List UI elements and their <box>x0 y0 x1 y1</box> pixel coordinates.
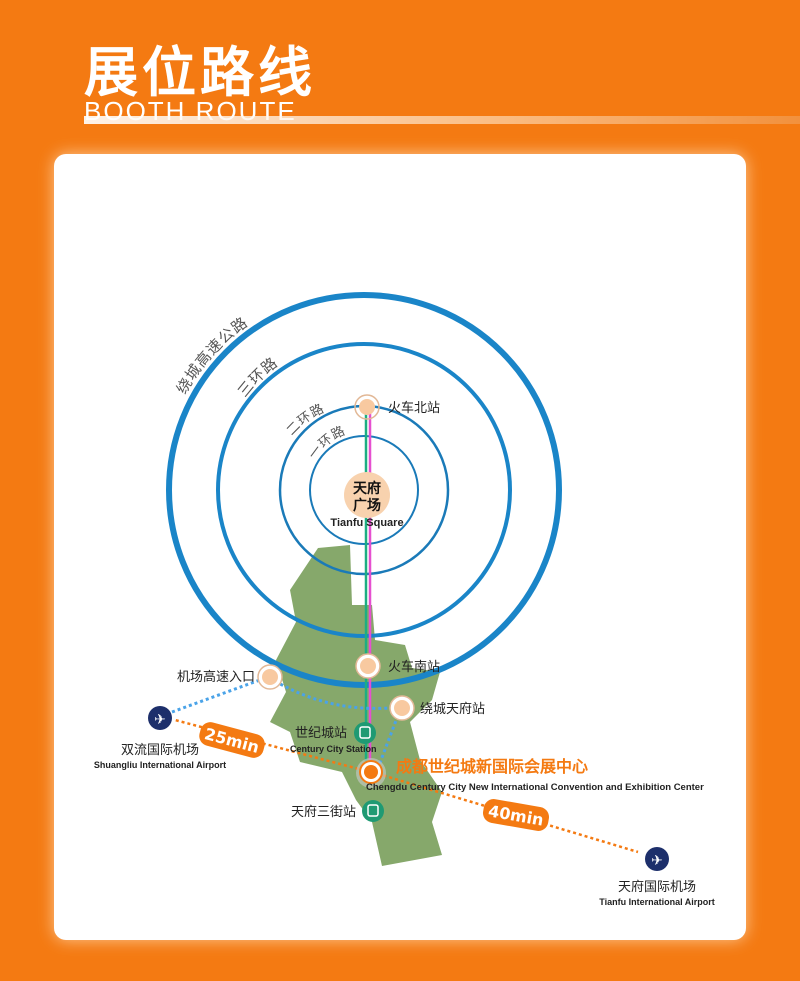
airplane-icon <box>148 706 172 730</box>
ring-label-second: 二环路 <box>284 400 326 438</box>
ring-first <box>309 435 419 545</box>
svg-text:✈: ✈ <box>154 712 166 728</box>
venue-name-en: Chengdu Century City New International C… <box>366 782 704 793</box>
svg-text:一环路: 一环路 <box>306 422 348 462</box>
page-title: 展位路线 <box>84 41 316 104</box>
svg-text:广场: 广场 <box>353 497 381 514</box>
station-south: 火车南站 <box>355 653 440 679</box>
train-icon <box>362 800 384 822</box>
ring-route <box>269 676 402 769</box>
ring-third <box>216 342 512 638</box>
tianfu-square-en: Tianfu Square <box>330 517 403 529</box>
station-ring-tianfu: 绕城天府站 <box>389 695 485 721</box>
ring-expressway <box>166 292 562 688</box>
highway-route <box>171 675 269 714</box>
station-highway-entrance: 机场高速入口 <box>177 664 283 690</box>
venue-marker <box>356 758 386 788</box>
svg-text:Century City Station: Century City Station <box>290 744 377 754</box>
svg-text:机场高速入口: 机场高速入口 <box>177 669 255 685</box>
svg-text:世纪城站: 世纪城站 <box>295 726 347 741</box>
svg-text:二环路: 二环路 <box>284 400 327 438</box>
badge-40min: 40min <box>483 799 549 831</box>
tianfu-square-marker <box>344 472 390 518</box>
svg-text:天府三街站: 天府三街站 <box>291 805 356 820</box>
airplane-icon <box>645 847 669 871</box>
station-century-city: 世纪城站 Century City Station <box>290 722 377 754</box>
train-icon <box>354 722 376 744</box>
badge-25min: 25min <box>199 722 265 758</box>
ring-label-first: 一环路 <box>306 422 347 462</box>
shuangliu-airport: ✈ 双流国际机场 Shuangliu International Airport <box>94 706 226 770</box>
station-north: 火车北站 <box>354 394 440 420</box>
svg-text:火车南站: 火车南站 <box>388 659 440 675</box>
svg-text:绕城天府站: 绕城天府站 <box>420 702 485 717</box>
station-tianfu-third: 天府三街站 <box>291 800 384 822</box>
svg-text:天府: 天府 <box>353 480 381 497</box>
venue-name-zh: 成都世纪城新国际会展中心 <box>396 757 588 776</box>
svg-text:Shuangliu International Airpor: Shuangliu International Airport <box>94 760 226 770</box>
subtitle-underline <box>84 116 800 124</box>
svg-text:Tianfu International Airport: Tianfu International Airport <box>599 897 715 907</box>
svg-text:火车北站: 火车北站 <box>388 400 440 416</box>
svg-text:双流国际机场: 双流国际机场 <box>121 743 199 758</box>
svg-text:天府国际机场: 天府国际机场 <box>618 880 696 895</box>
tianfu-airport: ✈ 天府国际机场 Tianfu International Airport <box>599 847 715 907</box>
svg-text:✈: ✈ <box>651 853 663 869</box>
